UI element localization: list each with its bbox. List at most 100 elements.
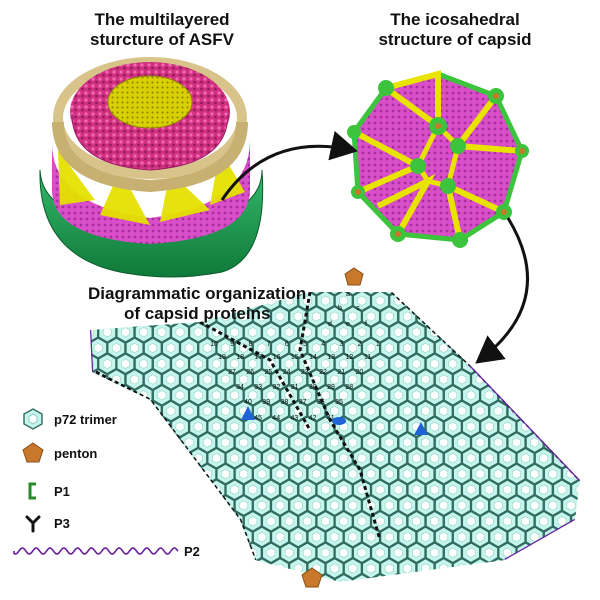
p72-trimer-core [112, 563, 121, 574]
p72-trimer-hexagon [579, 292, 580, 296]
p72-trimer-core [248, 579, 258, 582]
p72-trimer-hexagon [570, 542, 580, 564]
p72-trimer-core [530, 342, 540, 354]
p72-trimer-core [248, 390, 258, 401]
p72-trimer-hexagon [590, 511, 600, 531]
p72-trimer-core [430, 358, 440, 369]
p72-trimer-core [531, 280, 539, 289]
p72-trimer-core [421, 563, 430, 574]
p72-trimer-hexagon [152, 510, 172, 532]
p72-trimer-core [566, 437, 576, 448]
p72-trimer-core [175, 453, 185, 464]
p72-trimer-core [275, 531, 285, 543]
p72-trimer-core [421, 405, 430, 417]
p72-trimer-hexagon [143, 463, 162, 485]
p72-trimer-core [184, 405, 194, 417]
p72-trimer-core [112, 342, 121, 354]
p72-trimer-core [530, 437, 540, 448]
p72-trimer-hexagon [152, 479, 172, 501]
p72-trimer-hexagon [590, 322, 600, 342]
p72-trimer-core [266, 484, 276, 495]
p72-trimer-core [430, 390, 440, 401]
p72-trimer-core [230, 358, 239, 369]
p72-trimer-core [357, 358, 367, 369]
p72-trimer-core [184, 437, 194, 448]
p72-trimer-hexagon [252, 557, 272, 580]
p72-trimer-core [585, 343, 593, 352]
p72-trimer-core [448, 453, 458, 464]
p72-trimer-hexagon [161, 463, 181, 485]
lattice-number-label: 35 [335, 399, 343, 406]
p72-trimer-core [385, 280, 393, 289]
p72-trimer-core [284, 327, 294, 338]
p72-trimer-core [230, 453, 239, 464]
p72-trimer-core [257, 531, 267, 543]
twofold-axis-marker [332, 417, 346, 425]
lattice-letter-label: c [356, 305, 360, 312]
p72-trimer-core [348, 563, 358, 574]
p72-trimer-hexagon [552, 353, 572, 375]
p72-trimer-core [521, 327, 531, 338]
lattice-number-label: 11 [364, 354, 371, 361]
p72-trimer-core [440, 280, 448, 289]
p72-trimer-core [457, 374, 467, 385]
p72-trimer-core [439, 437, 449, 448]
lattice-number-label: 16 [273, 354, 281, 361]
p72-trimer-core [539, 547, 549, 558]
p72-trimer-hexagon [507, 368, 526, 391]
lattice-number-label: 14 [309, 354, 317, 361]
p72-trimer-core [148, 405, 158, 417]
p72-trimer-core [311, 500, 321, 511]
p72-trimer-hexagon [143, 431, 162, 454]
p72-trimer-core [321, 358, 330, 369]
p72-trimer-hexagon [570, 447, 580, 469]
p72-trimer-core [321, 390, 330, 401]
p72-trimer-hexagon [561, 305, 580, 328]
p72-trimer-core [502, 421, 512, 432]
p72-trimer-core [121, 484, 130, 495]
p72-trimer-hexagon [407, 573, 426, 582]
p72-trimer-core [302, 390, 312, 401]
p3-seam [298, 292, 382, 541]
p72-trimer-hexagon [225, 542, 244, 564]
p72-trimer-core [421, 374, 430, 385]
p72-trimer-core [76, 564, 84, 573]
p72-trimer-core [330, 500, 340, 511]
p72-trimer-core [230, 547, 239, 558]
p72-trimer-core [366, 531, 376, 543]
p72-trimer-core [475, 500, 485, 511]
p72-trimer-core [121, 579, 130, 582]
y-shape-icon [25, 515, 41, 533]
p72-trimer-core [439, 531, 449, 543]
p72-trimer-core [548, 405, 558, 417]
p72-trimer-hexagon [98, 510, 117, 532]
p72-trimer-core [557, 295, 567, 306]
p72-trimer-hexagon [261, 573, 281, 582]
p72-trimer-core [585, 501, 593, 510]
p72-trimer-hexagon [234, 557, 253, 580]
p72-trimer-hexagon [543, 368, 563, 391]
p72-trimer-core [475, 437, 485, 448]
p72-trimer-core [193, 421, 203, 432]
p72-trimer-hexagon [561, 557, 580, 580]
p72-trimer-core [348, 342, 358, 354]
p72-trimer-core [330, 374, 340, 385]
p72-trimer-core [257, 563, 267, 574]
p72-trimer-hexagon [90, 479, 99, 501]
p72-trimer-hexagon [134, 416, 153, 438]
p72-trimer-core [402, 405, 412, 417]
p72-trimer-core [212, 579, 221, 582]
p72-trimer-core [375, 327, 385, 338]
p72-trimer-core [557, 358, 567, 369]
legend-label: P1 [54, 483, 70, 499]
p72-trimer-hexagon [507, 337, 526, 359]
p72-trimer-core [539, 295, 549, 306]
p72-trimer-core [458, 280, 466, 289]
p72-trimer-core [457, 468, 467, 480]
p72-trimer-core [257, 374, 267, 385]
p3-seam [199, 320, 312, 431]
p72-trimer-core [539, 421, 549, 432]
p72-trimer-hexagon [570, 573, 580, 582]
